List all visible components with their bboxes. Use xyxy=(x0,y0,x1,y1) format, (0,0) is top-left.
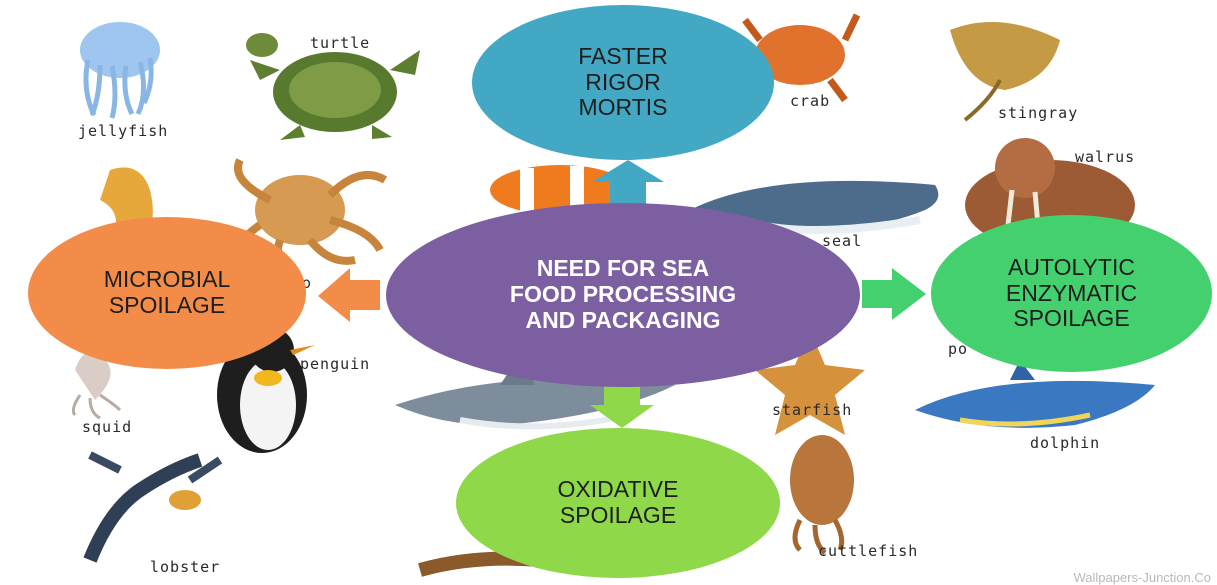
node-microbial-spoilage: MICROBIAL SPOILAGE xyxy=(28,217,306,369)
node-faster-rigor-mortis-label: FASTER RIGOR MORTIS xyxy=(578,44,667,121)
watermark: Wallpapers-Junction.Co xyxy=(1073,570,1211,585)
hub-label: NEED FOR SEA FOOD PROCESSING AND PACKAGI… xyxy=(510,256,736,333)
node-microbial-spoilage-label: MICROBIAL SPOILAGE xyxy=(104,267,231,319)
node-oxidative-spoilage-label: OXIDATIVE SPOILAGE xyxy=(558,477,679,529)
arrow-up xyxy=(592,160,664,205)
node-faster-rigor-mortis: FASTER RIGOR MORTIS xyxy=(472,5,774,160)
arrow-down xyxy=(590,383,654,428)
hub-need-for-seafood-processing: NEED FOR SEA FOOD PROCESSING AND PACKAGI… xyxy=(386,203,860,387)
node-autolytic-enzymatic-spoilage-label: AUTOLYTIC ENZYMATIC SPOILAGE xyxy=(1006,255,1137,332)
arrow-right xyxy=(862,268,926,320)
node-autolytic-enzymatic-spoilage: AUTOLYTIC ENZYMATIC SPOILAGE xyxy=(931,215,1212,372)
arrow-left xyxy=(318,268,380,322)
node-oxidative-spoilage: OXIDATIVE SPOILAGE xyxy=(456,428,780,578)
